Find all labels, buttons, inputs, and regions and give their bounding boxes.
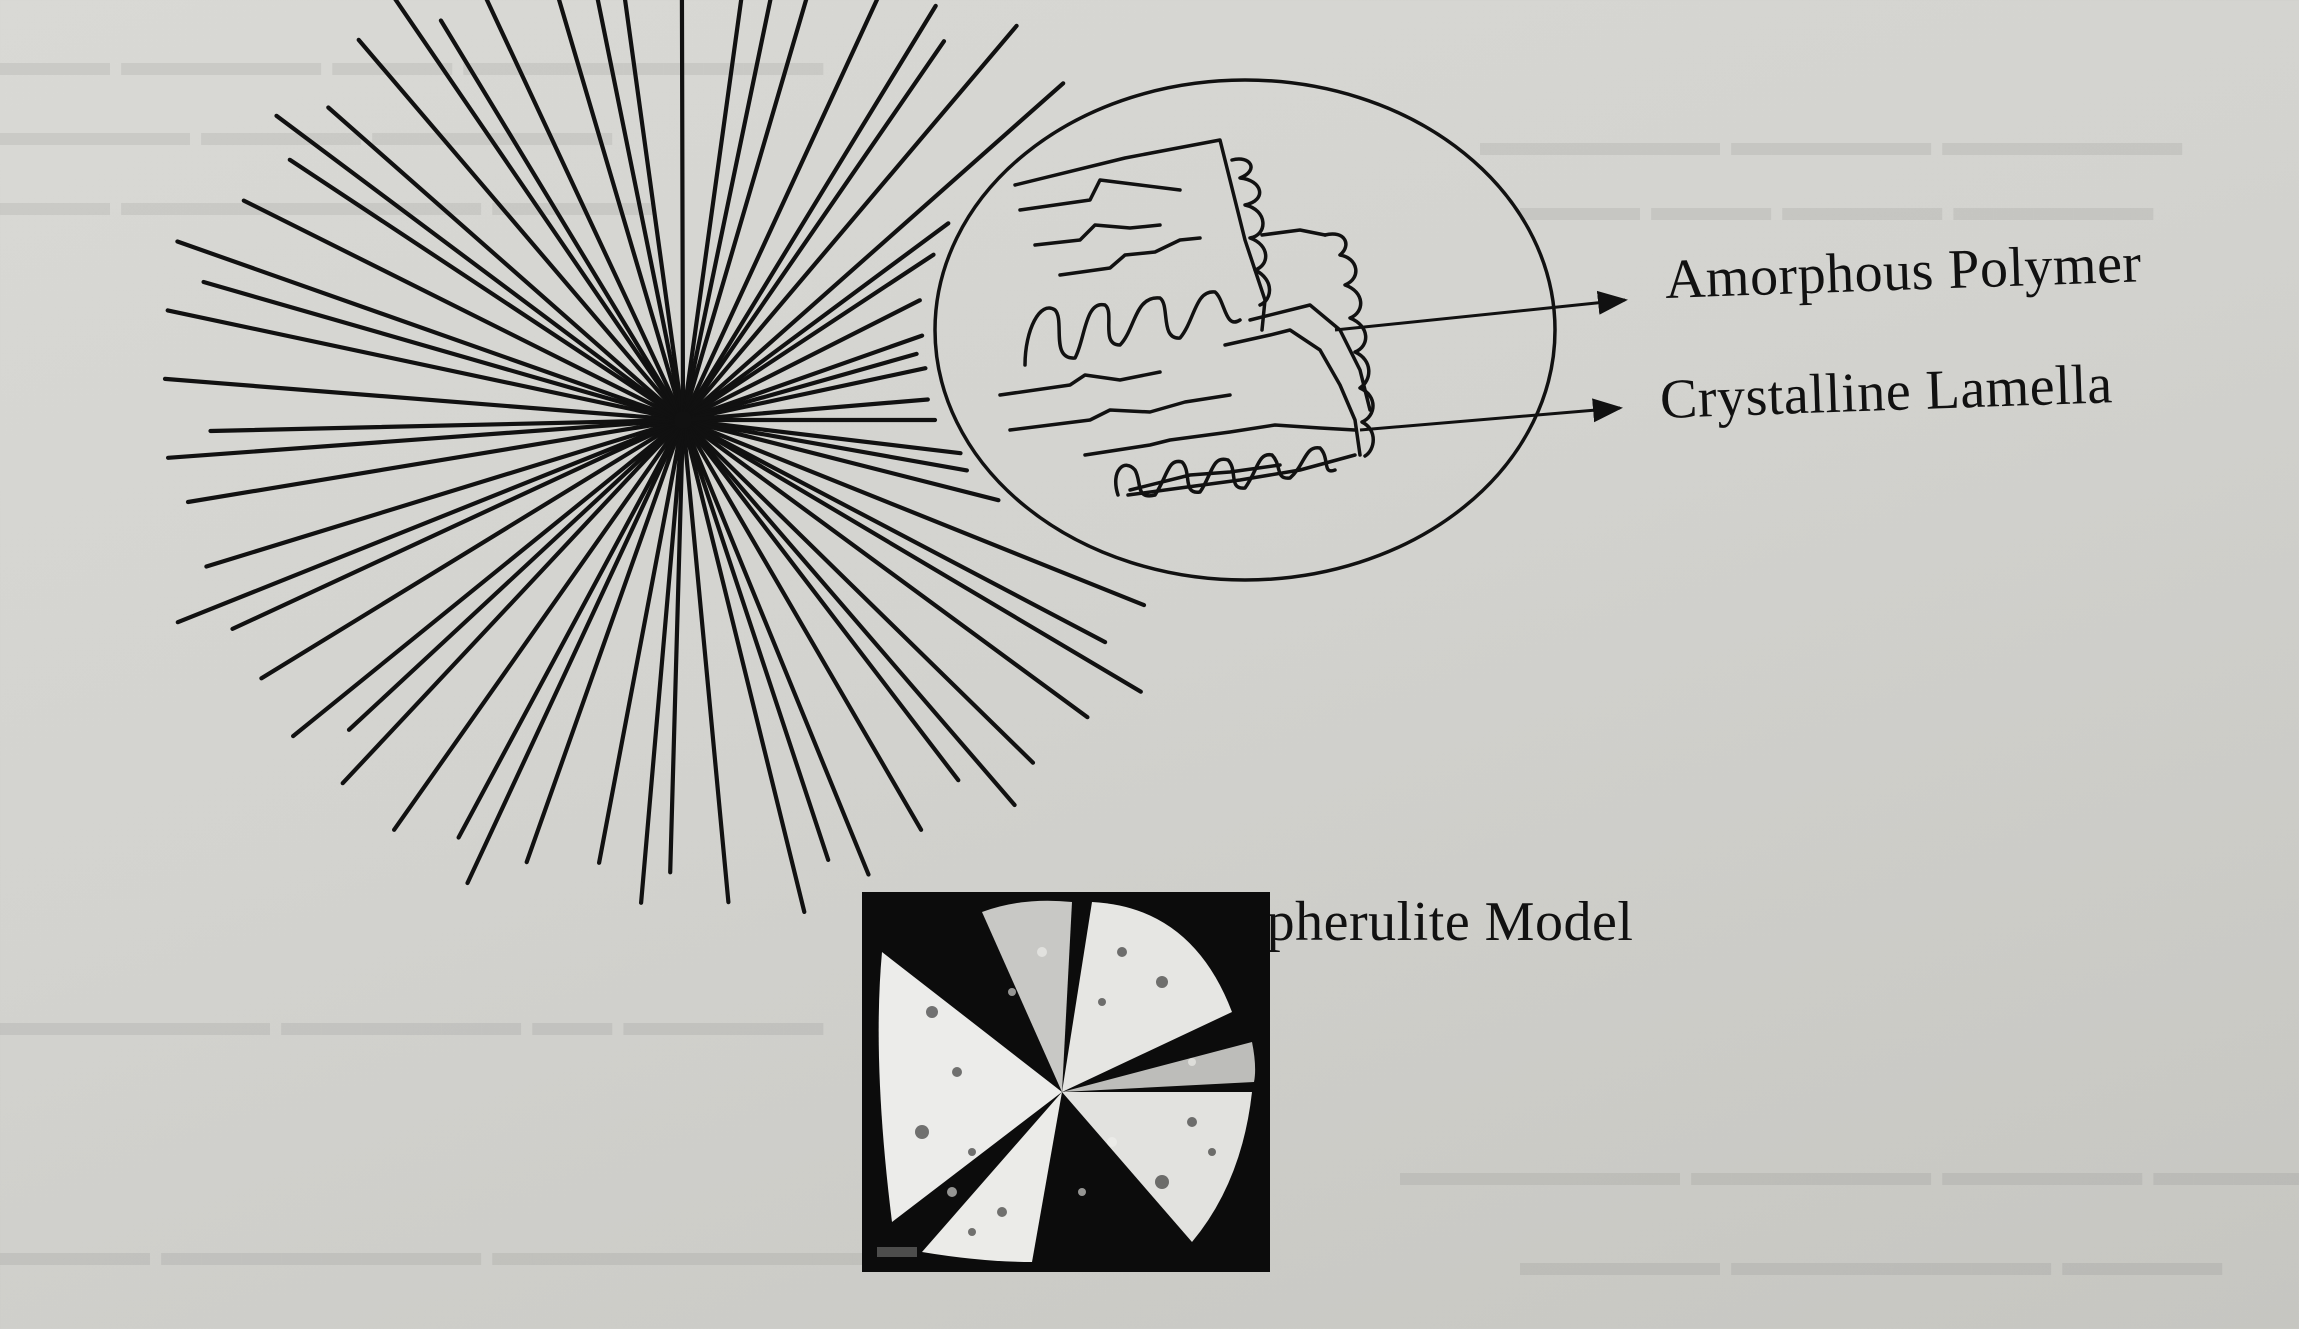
radial-line bbox=[680, 397, 930, 423]
radial-line bbox=[291, 417, 686, 739]
radial-line bbox=[456, 417, 686, 840]
radial-line bbox=[680, 3, 938, 423]
radial-line bbox=[680, 0, 809, 423]
radial-line bbox=[680, 298, 922, 423]
radial-line bbox=[596, 417, 686, 865]
radial-line bbox=[680, 417, 731, 905]
arrow-to-amorphous-label bbox=[1334, 290, 1628, 332]
radial-line bbox=[680, 417, 1001, 503]
radial-line bbox=[595, 0, 686, 423]
radial-line bbox=[175, 417, 686, 625]
radial-line bbox=[680, 417, 963, 456]
magnified-region-circle bbox=[933, 78, 1557, 582]
radial-line bbox=[438, 18, 686, 423]
radial-line bbox=[680, 366, 928, 423]
radial-line bbox=[165, 308, 686, 423]
radial-line bbox=[680, 417, 1108, 645]
radial-line bbox=[201, 279, 686, 423]
radial-line bbox=[340, 417, 686, 786]
radial-line bbox=[679, 0, 686, 423]
radial-line bbox=[680, 252, 936, 423]
leader-arrows bbox=[1334, 290, 1628, 432]
lamella-detail-sketch bbox=[998, 138, 1375, 498]
radial-line bbox=[326, 105, 686, 423]
radial-line bbox=[680, 417, 1036, 765]
spherulite-radial-lines bbox=[162, 0, 1147, 915]
maltese-cross-image bbox=[862, 892, 1270, 1272]
radial-line bbox=[680, 417, 924, 832]
radial-line bbox=[622, 0, 686, 423]
radial-line bbox=[680, 0, 880, 423]
radial-line bbox=[230, 417, 686, 632]
radial-line bbox=[680, 333, 925, 423]
radial-line bbox=[524, 417, 686, 865]
radial-line bbox=[668, 417, 686, 875]
radial-line bbox=[680, 417, 1147, 608]
spherulite-model-label: Spherulite Model bbox=[1235, 891, 1634, 953]
radial-line bbox=[680, 39, 947, 423]
radial-line bbox=[287, 157, 686, 423]
radial-line bbox=[274, 113, 686, 423]
radial-line bbox=[680, 417, 970, 473]
radial-line bbox=[680, 417, 1090, 720]
radial-line bbox=[556, 0, 686, 423]
radial-line bbox=[680, 417, 807, 915]
radial-line bbox=[393, 0, 686, 423]
radial-line bbox=[638, 417, 686, 905]
radial-line bbox=[465, 417, 686, 886]
radial-line bbox=[680, 0, 744, 423]
radial-line bbox=[680, 351, 919, 423]
radial-line bbox=[484, 0, 686, 423]
radial-line bbox=[162, 376, 686, 423]
spherulite-micrograph bbox=[862, 892, 1270, 1272]
radial-line bbox=[392, 417, 686, 832]
radial-line bbox=[204, 417, 686, 569]
radial-line bbox=[259, 417, 686, 681]
radial-line bbox=[166, 417, 686, 460]
radial-line bbox=[241, 198, 686, 423]
radial-line bbox=[680, 417, 1017, 808]
radial-line bbox=[680, 417, 961, 783]
radial-line bbox=[680, 23, 1019, 423]
radial-line bbox=[680, 417, 1143, 694]
spherulite-nucleus bbox=[674, 411, 692, 429]
radial-line bbox=[185, 417, 686, 505]
radial-line bbox=[346, 417, 686, 732]
radial-line bbox=[680, 417, 871, 877]
radial-line bbox=[680, 81, 1066, 423]
radial-line bbox=[680, 221, 951, 423]
radial-line bbox=[175, 239, 686, 423]
radial-line bbox=[356, 37, 686, 423]
arrow-to-crystalline-label bbox=[1359, 398, 1623, 432]
radial-line bbox=[680, 0, 773, 423]
radial-line bbox=[680, 417, 831, 863]
radial-line bbox=[208, 417, 686, 434]
